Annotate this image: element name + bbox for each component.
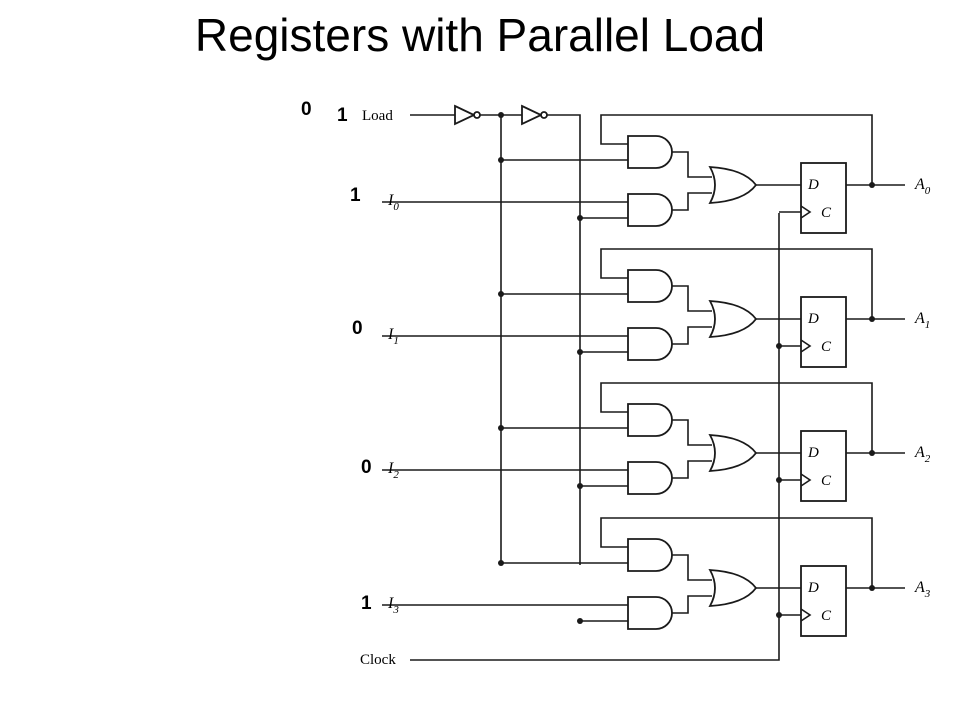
junction-dot [498, 112, 504, 118]
output-label-a1: A1 [914, 310, 930, 331]
slide-title: Registers with Parallel Load [194, 9, 766, 61]
flipflop-d-label: D [807, 580, 819, 596]
and-to-or-wire [672, 554, 712, 581]
and-gate [627, 327, 673, 361]
input-value-2: 0 [361, 457, 372, 478]
d-flip-flop [800, 430, 847, 502]
not-bubble [540, 111, 548, 119]
and-to-or-wire [672, 285, 712, 312]
junction-dot [869, 182, 875, 188]
clock-label: Clock [360, 652, 396, 668]
junction-dot [498, 291, 504, 297]
flipflop-d-label: D [807, 177, 819, 193]
input-value-3: 1 [361, 593, 372, 614]
flipflop-d-label: D [807, 445, 819, 461]
input-value-1: 0 [352, 318, 363, 339]
feedback-wire [600, 382, 873, 453]
junction-dot [776, 477, 782, 483]
or-gate [708, 569, 758, 607]
and-to-or-wire [672, 595, 712, 614]
or-gate [708, 166, 758, 204]
and-to-or-wire [672, 192, 712, 211]
and-gate [627, 269, 673, 303]
junction-dot [577, 349, 583, 355]
junction-dot [577, 618, 583, 624]
and-to-or-wire [672, 326, 712, 345]
load-label: Load [362, 108, 393, 124]
junction-dot [869, 450, 875, 456]
d-flip-flop [800, 162, 847, 234]
output-label-a2: A2 [914, 444, 931, 465]
flipflop-c-label: C [821, 608, 832, 624]
flipflop-c-label: C [821, 205, 832, 221]
not-gate [454, 104, 477, 126]
clock-triangle [800, 473, 812, 487]
input-label-i0: I0 [387, 192, 399, 213]
components [454, 104, 847, 637]
junction-dot [776, 612, 782, 618]
or-gate [708, 434, 758, 472]
junction-dot [498, 157, 504, 163]
feedback-wire [600, 517, 873, 588]
flipflop-c-label: C [821, 473, 832, 489]
clock-triangle [800, 608, 812, 622]
and-to-or-wire [672, 151, 712, 178]
clock-bus [410, 213, 780, 661]
feedback-wire [600, 248, 873, 319]
junction-dot [498, 425, 504, 431]
input-value-0: 1 [350, 185, 361, 206]
and-gate [627, 596, 673, 630]
wires [382, 112, 905, 661]
and-gate [627, 193, 673, 227]
load-bus [547, 114, 581, 565]
output-label-a3: A3 [914, 579, 931, 600]
or-gate [708, 300, 758, 338]
flipflop-c-label: C [821, 339, 832, 355]
output-label-a0: A0 [914, 176, 931, 197]
not-bubble [473, 111, 481, 119]
and-to-or-wire [672, 460, 712, 479]
junction-dot [869, 316, 875, 322]
and-gate [627, 135, 673, 169]
feedback-wire [600, 114, 873, 185]
and-gate [627, 538, 673, 572]
flipflop-d-label: D [807, 311, 819, 327]
and-gate [627, 403, 673, 437]
clock-triangle [800, 339, 812, 353]
junction-dot [577, 483, 583, 489]
and-gate [627, 461, 673, 495]
junction-dot [869, 585, 875, 591]
input-label-i1: I1 [387, 326, 399, 347]
load-value-0: 0 [301, 99, 312, 120]
load-value-1: 1 [337, 105, 348, 126]
junction-dot [577, 215, 583, 221]
and-to-or-wire [672, 419, 712, 446]
junction-dot [498, 560, 504, 566]
input-label-i2: I2 [387, 460, 399, 481]
clock-triangle [800, 205, 812, 219]
junction-dot [776, 343, 782, 349]
not-gate [521, 104, 544, 126]
d-flip-flop [800, 296, 847, 368]
d-flip-flop [800, 565, 847, 637]
input-label-i3: I3 [387, 595, 399, 616]
